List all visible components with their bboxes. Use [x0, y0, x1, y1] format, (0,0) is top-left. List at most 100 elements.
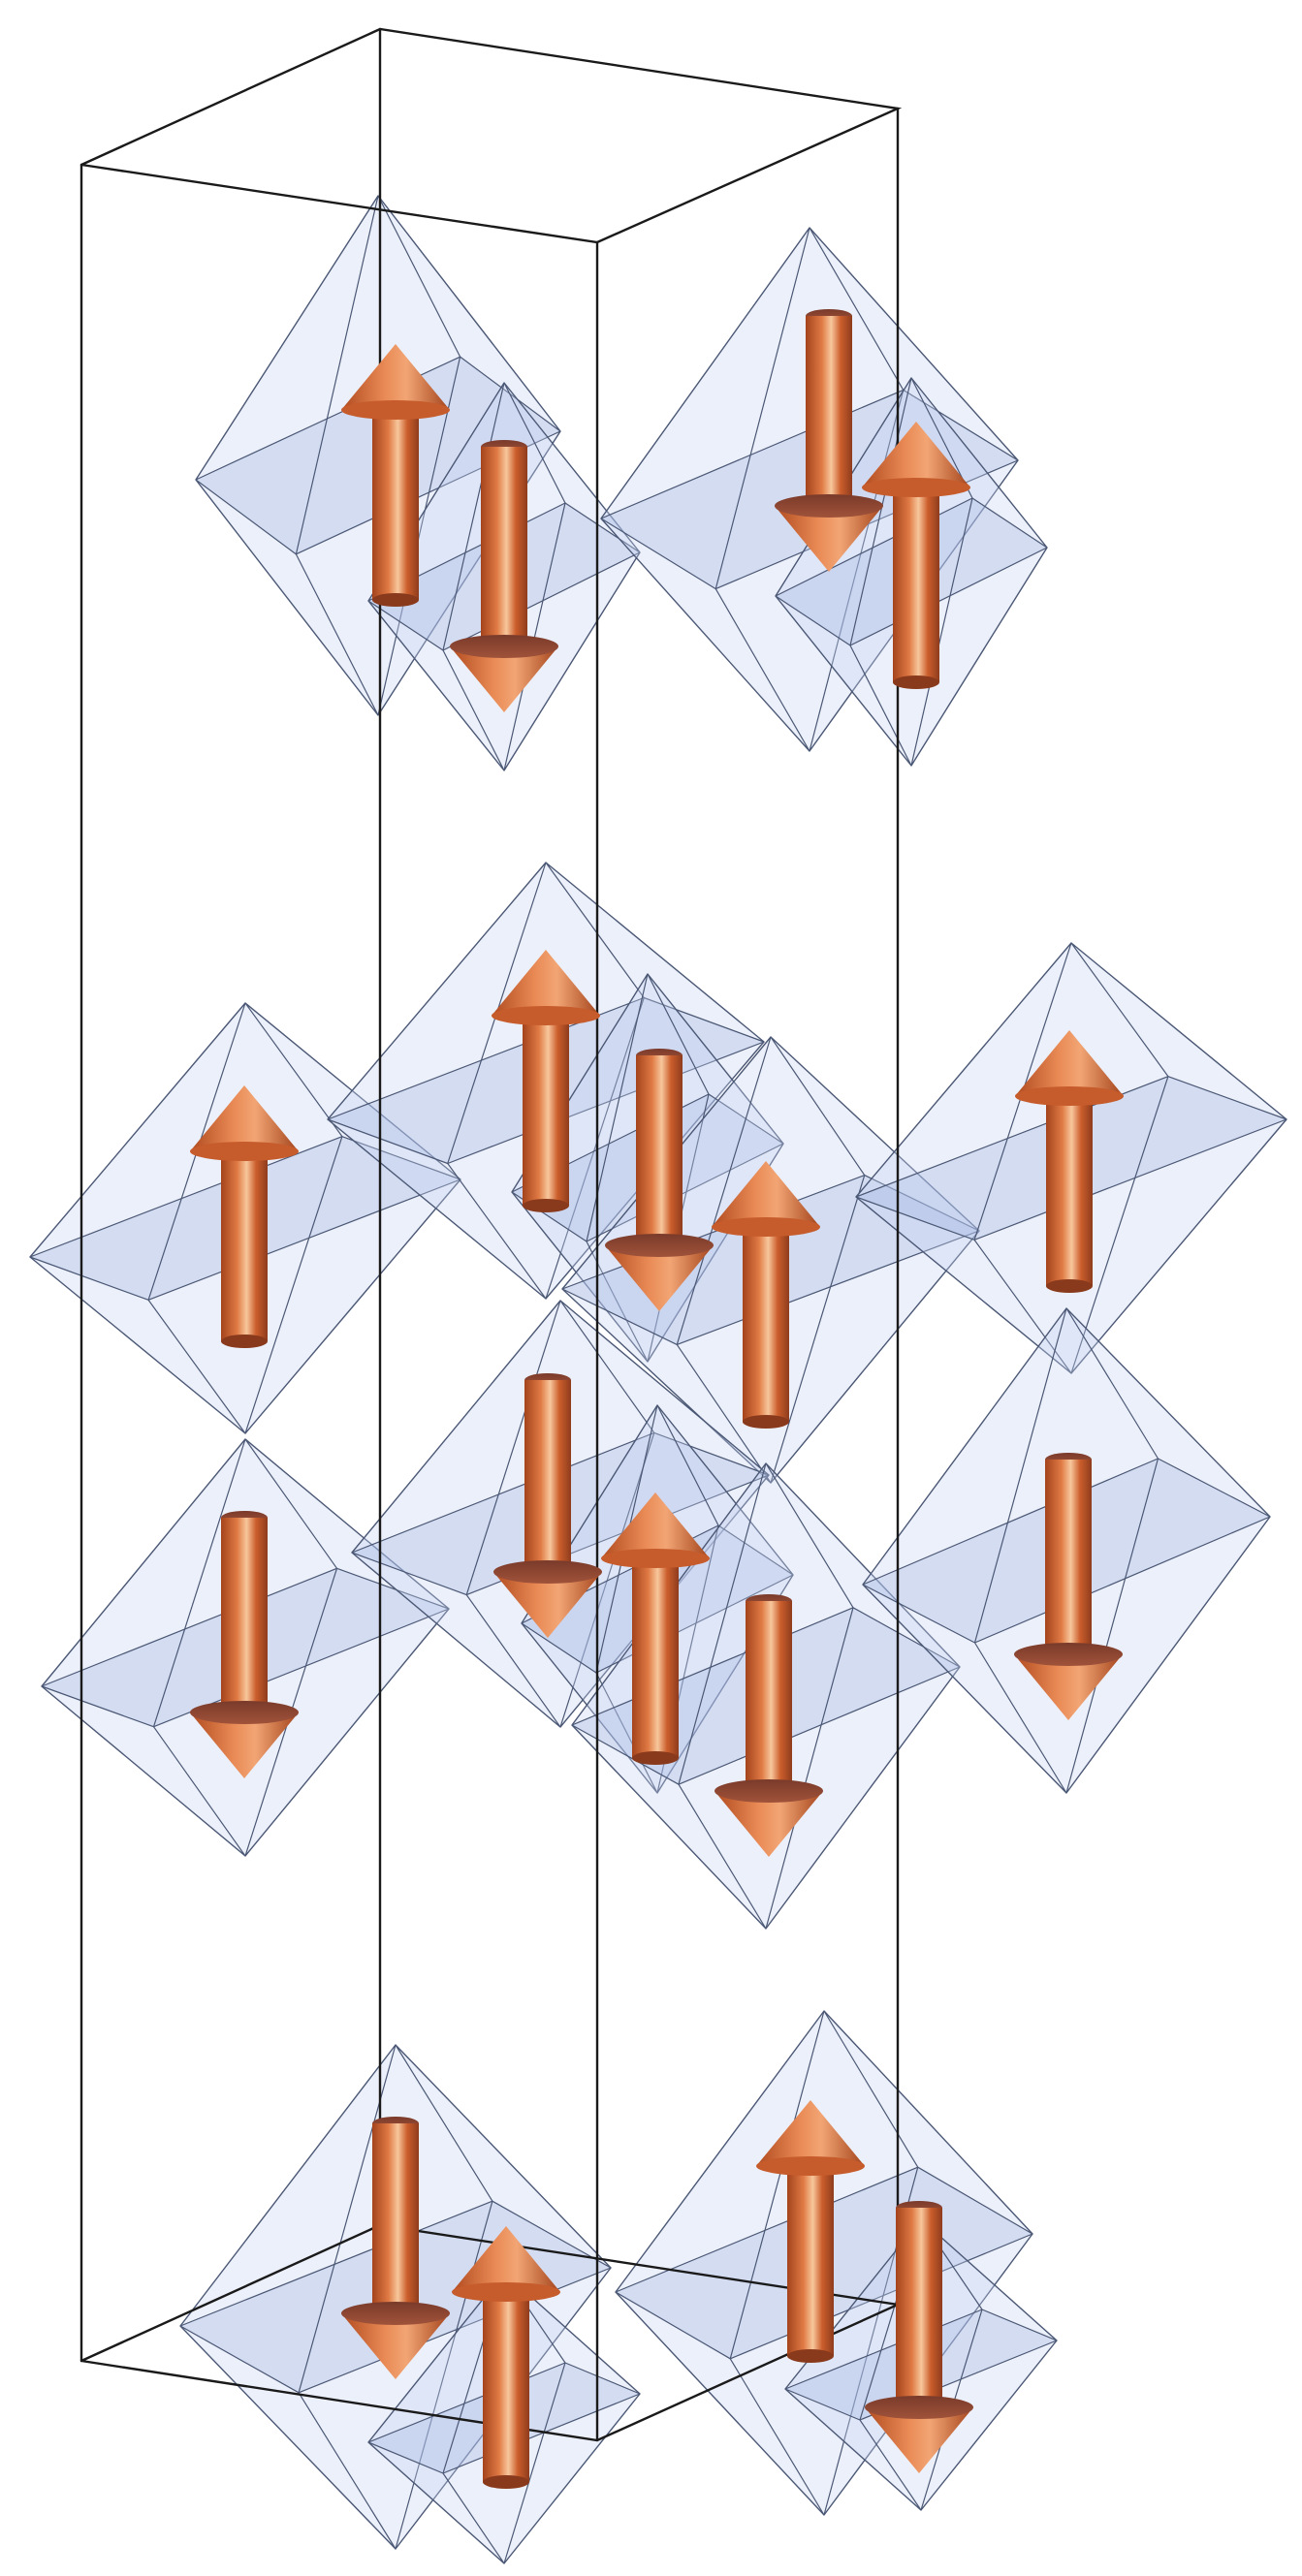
octahedron-edge [559, 1300, 655, 1433]
arrow-head [756, 2100, 865, 2166]
arrow-shaft [896, 2208, 942, 2413]
octahedron-edge [647, 973, 710, 1095]
spin-up-arrow [341, 344, 450, 607]
arrow-head-cap [865, 2396, 973, 2419]
spin-down-arrow [450, 440, 558, 712]
arrow-shaft [1045, 1460, 1092, 1660]
octahedron-edge [981, 2309, 1058, 2341]
octahedron-edge [678, 1783, 767, 1930]
spin-down-arrow [775, 309, 883, 572]
octahedron-edge [770, 1036, 866, 1176]
octahedron-edge [336, 1567, 450, 1610]
octahedron-edge [600, 389, 904, 519]
octahedron-edge [903, 389, 1019, 461]
octahedron-edge [809, 227, 905, 391]
spin-down-arrow [493, 1373, 602, 1638]
arrow-shaft [806, 316, 852, 512]
arrow-shaft-end [893, 675, 939, 689]
octahedron-edge [715, 227, 810, 589]
octahedron-edge [571, 1724, 680, 1785]
octahedron-edge [561, 1288, 678, 1345]
arrow-head [450, 646, 558, 712]
octahedron-edge [244, 1002, 343, 1137]
octahedron-edge [465, 1300, 561, 1595]
octahedron-edge [147, 1178, 461, 1301]
octahedron-edge [195, 479, 297, 555]
spin-up-arrow [190, 1085, 299, 1348]
arrow-head [341, 2313, 450, 2379]
octahedron-edge [849, 547, 1048, 646]
spin-down-arrow [341, 2117, 450, 2379]
octahedron-edge [295, 195, 379, 554]
spin-up-arrow [712, 1161, 820, 1429]
arrow-head [775, 506, 883, 572]
arrow-shaft-end [1046, 1279, 1093, 1293]
arrow-shaft-end [632, 1751, 679, 1765]
spin-up-arrow [862, 422, 970, 689]
octahedron-edge [244, 1438, 337, 1569]
arrow-shaft [372, 404, 419, 600]
octahedron-edge [823, 2010, 919, 2168]
octahedron-edge [395, 2201, 493, 2550]
octahedron-edge [971, 497, 1048, 549]
spin-down-arrow [715, 1594, 823, 1857]
arrow-shaft [524, 1380, 571, 1578]
octahedron-edge [503, 382, 566, 504]
arrow-shaft-end [483, 2475, 529, 2489]
octahedron-edge [852, 1607, 961, 1668]
octahedron-edge [973, 1307, 1067, 1644]
arrow-head-base [452, 2282, 560, 2302]
octahedron-edge [862, 1584, 975, 1644]
octahedron-edge [545, 862, 645, 998]
octahedron-edge [41, 1567, 337, 1687]
octahedron-edge [447, 1163, 547, 1300]
octahedron-edge [503, 2362, 566, 2564]
octahedron-edge [447, 1041, 765, 1165]
arrow-head [190, 1085, 299, 1151]
octahedron-edge [1065, 1307, 1159, 1460]
spin-up-arrow [1015, 1030, 1124, 1293]
spin-down-arrow [190, 1511, 299, 1778]
octahedron-edge [729, 2010, 825, 2359]
octahedron-edge [715, 588, 810, 752]
octahedron-edge [442, 551, 641, 651]
arrow-shaft [746, 1601, 792, 1797]
octahedron-edge [503, 502, 566, 771]
octahedron-edge [41, 1685, 154, 1728]
arrow-shaft [893, 482, 939, 682]
octahedron-edge [377, 195, 461, 358]
octahedron-edge [545, 997, 645, 1300]
arrow-head-base [601, 1549, 710, 1568]
octahedron-edge [442, 2472, 505, 2564]
octahedron-edge [564, 2362, 641, 2395]
arrow-head [865, 2407, 973, 2473]
octahedron-edge [1070, 942, 1169, 1077]
arrow-head-base [756, 2156, 865, 2176]
spin-arrows-group [190, 309, 1124, 2489]
arrow-head-cap [1014, 1643, 1123, 1666]
octahedron-edge [809, 390, 905, 752]
arrow-shaft-end [523, 1199, 569, 1212]
octahedron-edge [564, 502, 641, 553]
arrow-head-base [190, 1142, 299, 1161]
arrow-head [452, 2226, 560, 2292]
octahedron-edge [1070, 1076, 1169, 1374]
octahedron-edge [29, 1256, 149, 1301]
octahedron-edge [765, 1462, 854, 1609]
octahedron-edge [442, 649, 505, 771]
octahedron-edge [571, 1607, 854, 1726]
arrow-shaft [632, 1553, 679, 1758]
octahedron-edge [179, 2325, 300, 2394]
octahedron-edge [775, 497, 973, 597]
octahedron-edge [298, 2267, 612, 2394]
octahedron-edge [521, 1622, 597, 1674]
arrow-shaft [1046, 1090, 1093, 1286]
octahedron-edge [917, 2166, 1033, 2235]
octahedron-edge [341, 1136, 461, 1180]
spin-down-arrow [1014, 1453, 1123, 1720]
octahedron-edge [442, 2393, 641, 2474]
arrow-head [605, 1245, 714, 1311]
octahedron-edge [765, 1607, 854, 1930]
arrow-head-cap [450, 635, 558, 658]
octahedron-edge [595, 1574, 794, 1674]
